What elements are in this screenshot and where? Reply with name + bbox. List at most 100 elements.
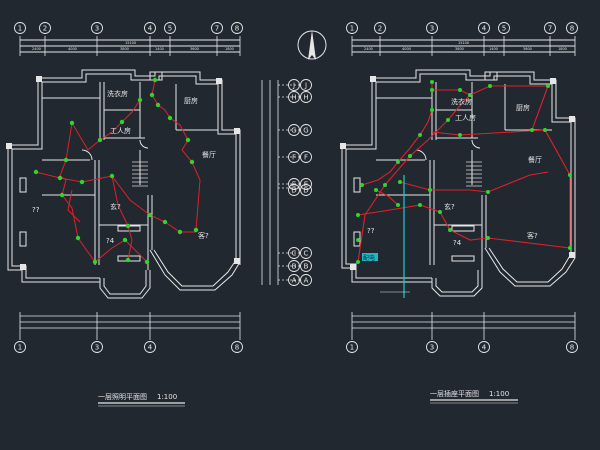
row-bubble-right: J xyxy=(300,79,312,91)
row-bubble-left: F xyxy=(288,151,300,163)
left-room-hall: 玄? xyxy=(110,202,121,211)
axis-bubble-top-left: 8 xyxy=(231,22,243,34)
svg-text:4000: 4000 xyxy=(68,47,77,51)
row-bubble-right: F xyxy=(300,151,312,163)
distribution-panel: 配电 xyxy=(362,175,410,298)
row-bubble-right: C xyxy=(300,247,312,259)
left-floor-plan: 2400 4000 3800 1400 3600 1800 15100 xyxy=(6,36,241,299)
axis-bubble-bottom-right: 8 xyxy=(566,341,578,353)
svg-text:15100: 15100 xyxy=(458,41,469,45)
axis-bubble-bottom-right-label: 3 xyxy=(430,344,434,352)
row-bubble-right-label: D xyxy=(303,187,308,195)
right-room-hall: 玄? xyxy=(444,202,455,211)
row-bubble-left: D xyxy=(288,184,300,196)
axis-bubble-bottom-left-label: 8 xyxy=(235,344,239,352)
right-room-living: 客? xyxy=(527,231,538,240)
axis-bubble-top-right-label: 5 xyxy=(502,25,506,33)
svg-text:2400: 2400 xyxy=(32,47,41,51)
axis-bubble-top-left: 7 xyxy=(211,22,223,34)
axis-bubble-top-left: 1 xyxy=(14,22,26,34)
left-plan-title: 一层照明平面图 1:100 xyxy=(98,393,185,407)
row-bubble-right: H xyxy=(300,91,312,103)
axis-bubble-top-left: 4 xyxy=(144,22,156,34)
right-socket-nodes xyxy=(356,80,572,264)
bottom-axis-bubbles-right: 1 3 4 8 xyxy=(346,341,578,353)
svg-text:1400: 1400 xyxy=(489,47,498,51)
axis-bubble-bottom-left: 3 xyxy=(91,341,103,353)
axis-bubble-top-right: 8 xyxy=(566,22,578,34)
axis-bubble-bottom-right-label: 4 xyxy=(482,344,487,352)
axis-bubble-bottom-left-label: 4 xyxy=(148,344,153,352)
axis-bubble-top-right: 7 xyxy=(544,22,556,34)
svg-text:1800: 1800 xyxy=(225,47,234,51)
axis-bubble-top-right: 4 xyxy=(478,22,490,34)
axis-bubble-top-right-label: 8 xyxy=(570,25,574,33)
row-bubble-left: J xyxy=(288,79,300,91)
row-bubble-right: G xyxy=(300,124,312,136)
right-room-a: ?? xyxy=(367,227,375,235)
axis-bubble-bottom-left: 1 xyxy=(14,341,26,353)
left-scale-text: 1:100 xyxy=(157,393,177,401)
axis-bubble-bottom-left-label: 1 xyxy=(18,344,22,352)
axis-bubble-top-right-label: 1 xyxy=(350,25,354,33)
svg-text:1400: 1400 xyxy=(155,47,164,51)
right-room-dining: 餐厅 xyxy=(528,155,542,164)
right-room-kitchen: 厨房 xyxy=(516,103,530,112)
row-bubble-left: H xyxy=(288,91,300,103)
north-arrow-icon xyxy=(297,30,327,60)
axis-bubble-top-left-label: 8 xyxy=(235,25,239,33)
row-bubble-right-label: F xyxy=(304,154,308,162)
left-room-kitchen: 厨房 xyxy=(184,96,198,105)
axis-bubble-top-left-label: 3 xyxy=(95,25,99,33)
left-room-laundry: 洗衣房 xyxy=(107,89,128,98)
axis-bubble-top-left-label: 1 xyxy=(18,25,22,33)
svg-text:3800: 3800 xyxy=(120,47,129,51)
row-bubble-right-label: C xyxy=(304,250,309,258)
right-title-text: 一层插座平面图 xyxy=(430,389,479,398)
axis-bubble-bottom-right-label: 1 xyxy=(350,344,354,352)
right-plan-title: 一层插座平面图 1:100 xyxy=(430,389,518,404)
row-bubble-left-label: F xyxy=(292,154,296,162)
right-room-laundry: 洗衣房 xyxy=(451,97,472,106)
left-room-b: ?4 xyxy=(106,237,115,245)
axis-bubble-bottom-left-label: 3 xyxy=(95,344,99,352)
axis-bubble-top-left-label: 7 xyxy=(215,25,219,33)
axis-bubble-top-right-label: 3 xyxy=(430,25,434,33)
axis-bubble-top-right: 2 xyxy=(374,22,386,34)
right-scale-text: 1:100 xyxy=(489,390,509,398)
row-bubble-right-label: J xyxy=(304,82,307,90)
axis-bubble-top-left-label: 5 xyxy=(168,25,172,33)
axis-bubble-bottom-right: 1 xyxy=(346,341,358,353)
axis-bubble-bottom-right-label: 8 xyxy=(570,344,574,352)
axis-bubble-bottom-right: 3 xyxy=(426,341,438,353)
axis-bubble-top-right: 1 xyxy=(346,22,358,34)
row-bubble-right-label: H xyxy=(303,94,308,102)
row-bubble-left-label: C xyxy=(292,250,297,258)
svg-text:3600: 3600 xyxy=(523,47,532,51)
axis-bubble-top-left: 3 xyxy=(91,22,103,34)
left-lighting-nodes xyxy=(33,77,199,265)
top-axis-bubbles-left: 1 2 3 4 5 7 8 xyxy=(14,22,243,34)
row-bubble-right-label: A xyxy=(304,277,309,285)
row-bubble-left-label: H xyxy=(291,94,296,102)
axis-bubble-bottom-right: 4 xyxy=(478,341,490,353)
left-bottom-dimensions xyxy=(19,312,241,340)
row-bubble-left-label: D xyxy=(291,187,296,195)
axis-bubble-bottom-left: 8 xyxy=(231,341,243,353)
axis-bubble-top-right-label: 4 xyxy=(482,25,487,33)
left-room-a: ?? xyxy=(32,206,40,214)
right-bottom-dimensions xyxy=(351,312,576,340)
panel-tag: 配电 xyxy=(363,254,375,262)
row-bubble-left-label: A xyxy=(292,277,297,285)
axis-bubble-top-left-label: 2 xyxy=(43,25,47,33)
row-bubble-left: G xyxy=(288,124,300,136)
row-bubble-left-label: B xyxy=(292,263,297,271)
row-bubble-right: D xyxy=(300,184,312,196)
left-room-dining: 餐厅 xyxy=(202,150,216,159)
axis-bubble-top-right: 5 xyxy=(498,22,510,34)
svg-text:3600: 3600 xyxy=(190,47,199,51)
svg-text:15100: 15100 xyxy=(125,41,136,45)
